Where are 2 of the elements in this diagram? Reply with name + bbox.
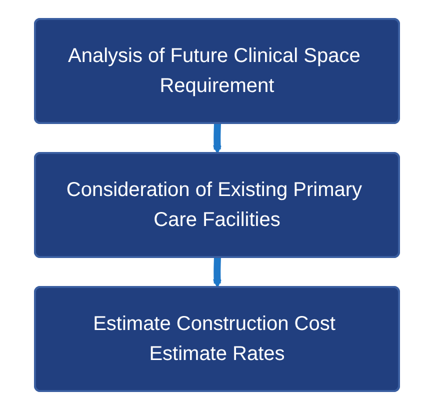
arrow: [212, 256, 222, 288]
arrow: [212, 122, 222, 154]
